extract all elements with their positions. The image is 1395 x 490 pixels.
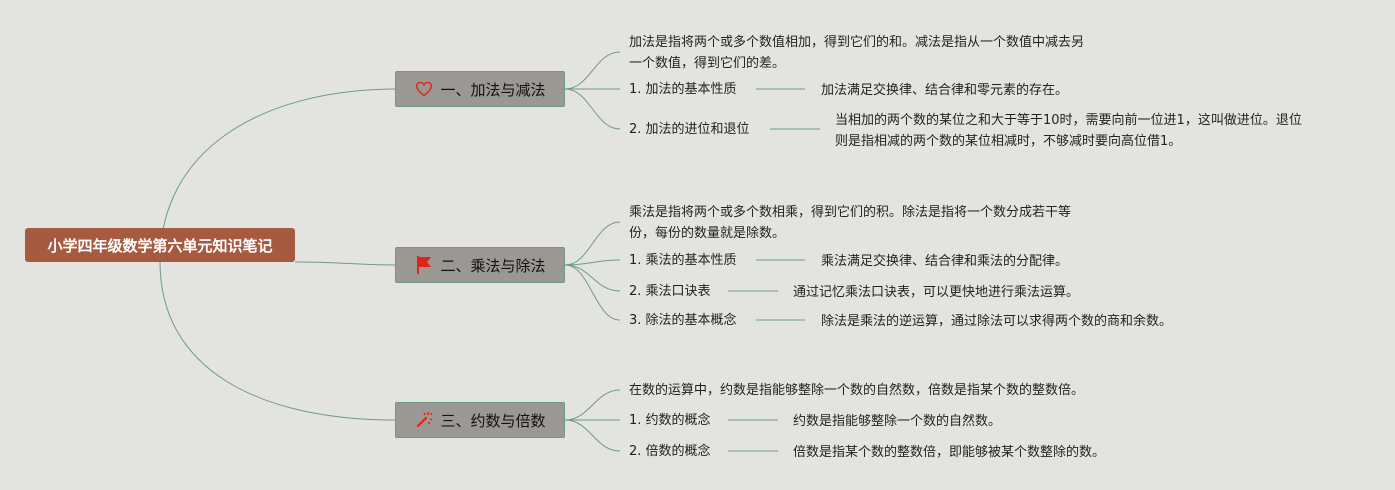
branch1-item2[interactable]: 2. 加法的进位和退位 [629,122,750,137]
branch-divisors-multiples[interactable]: 三、约数与倍数 [395,402,565,438]
branch-multiplication-division[interactable]: 二、乘法与除法 [395,247,565,283]
connector-b2-i1 [564,259,621,266]
root-node[interactable]: 小学四年级数学第六单元知识笔记 [25,228,295,262]
branch1-item1-detail: 加法满足交换律、结合律和零元素的存在。 [821,83,1069,98]
connector-root-b1 [159,88,396,263]
desc-line: 乘法是指将两个或多个数相乘，得到它们的积。除法是指将一个数分成若干等 [629,205,1072,220]
branch3-item1-detail: 约数是指能够整除一个数的自然数。 [793,414,1002,429]
connector-b2-i3 [564,264,621,321]
branch1-desc: 加法是指将两个或多个数值相加，得到它们的和。减法是指从一个数值中减去另 一个数值… [629,32,1084,74]
magic-wand-icon [414,410,434,430]
branch2-item1[interactable]: 1. 乘法的基本性质 [629,253,737,268]
connector-root-b3 [159,261,396,421]
branch-addition-subtraction[interactable]: 一、加法与减法 [395,71,565,107]
branch-label: 二、乘法与除法 [440,256,546,275]
branch2-item2[interactable]: 2. 乘法口诀表 [629,284,711,299]
branch3-item2-detail: 倍数是指某个数的整数倍，即能够被某个数整除的数。 [793,445,1106,460]
branch1-item1[interactable]: 1. 加法的基本性质 [629,82,737,97]
root-title: 小学四年级数学第六单元知识笔记 [47,236,273,255]
connector-b1-i2 [564,88,621,130]
branch3-desc: 在数的运算中，约数是指能够整除一个数的自然数，倍数是指某个数的整数倍。 [629,380,1084,401]
flag-icon [414,255,434,275]
branch2-item3-detail: 除法是乘法的逆运算，通过除法可以求得两个数的商和余数。 [821,314,1173,329]
desc-line: 加法是指将两个或多个数值相加，得到它们的和。减法是指从一个数值中减去另 [629,35,1085,50]
branch2-desc: 乘法是指将两个或多个数相乘，得到它们的积。除法是指将一个数分成若干等 份，每份的… [629,202,1071,244]
connector-b1-desc [564,51,621,90]
branch2-item3[interactable]: 3. 除法的基本概念 [629,313,737,328]
heart-icon [414,79,434,99]
branch1-item2-detail: 当相加的两个数的某位之和大于等于10时，需要向前一位进1，这叫做进位。退位 则是… [835,110,1302,152]
connector-b2-i2 [564,264,621,292]
connector-b3-desc [564,389,621,421]
connector-b2-desc [564,221,621,266]
detail-line: 当相加的两个数的某位之和大于等于10时，需要向前一位进1，这叫做进位。退位 [835,113,1302,128]
branch-label: 三、约数与倍数 [440,411,546,430]
branch3-item2[interactable]: 2. 倍数的概念 [629,444,711,459]
branch2-item1-detail: 乘法满足交换律、结合律和乘法的分配律。 [821,254,1069,269]
connector-root-b2 [294,261,396,266]
desc-line: 一个数值，得到它们的差。 [629,56,786,71]
branch3-item1[interactable]: 1. 约数的概念 [629,413,711,428]
branch2-item2-detail: 通过记忆乘法口诀表，可以更快地进行乘法运算。 [793,285,1080,300]
connector-b3-i2 [564,419,621,452]
desc-line: 在数的运算中，约数是指能够整除一个数的自然数，倍数是指某个数的整数倍。 [629,383,1085,398]
desc-line: 份，每份的数量就是除数。 [629,226,786,241]
detail-line: 则是指相减的两个数的某位相减时，不够减时要向高位借1。 [835,134,1182,149]
branch-label: 一、加法与减法 [440,80,546,99]
